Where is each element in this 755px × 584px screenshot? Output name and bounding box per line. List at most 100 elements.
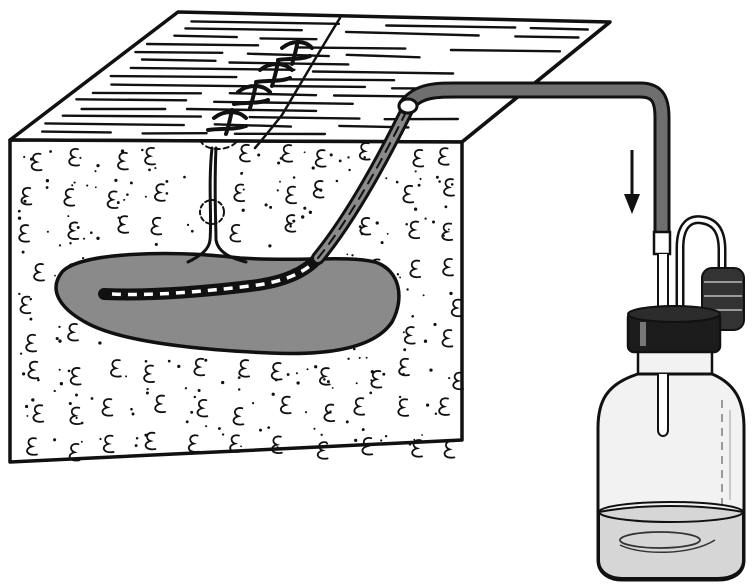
tissue-dot — [269, 206, 272, 209]
tissue-dot — [312, 166, 315, 169]
tissue-dot — [238, 376, 241, 379]
tissue-dot — [363, 156, 366, 159]
skin-hatch-line — [42, 132, 111, 133]
tissue-dot — [82, 257, 84, 259]
tissue-dot — [29, 318, 32, 321]
collection-bottle — [598, 220, 744, 580]
tissue-dot — [47, 231, 49, 233]
tissue-dot — [351, 254, 353, 256]
tissue-dot — [371, 370, 374, 373]
tissue-dot — [30, 157, 33, 160]
tissue-dot — [54, 275, 56, 277]
tissue-dot — [53, 438, 56, 441]
tissue-dot — [91, 397, 94, 400]
tissue-dot — [117, 201, 120, 204]
tissue-dot — [31, 398, 34, 401]
tissue-dot — [67, 215, 69, 217]
exit-site-collar — [399, 99, 417, 113]
tissue-dot — [267, 426, 270, 429]
tissue-dot — [432, 221, 435, 224]
tissue-dot — [313, 428, 315, 430]
tissue-dot — [380, 439, 382, 441]
tissue-dot — [96, 237, 99, 240]
skin-hatch-line — [285, 79, 395, 80]
tissue-dot — [415, 170, 417, 172]
tissue-dot — [54, 390, 56, 392]
tissue-dot — [240, 445, 242, 447]
skin-hatch-line — [135, 52, 222, 53]
tissue-dot — [287, 373, 290, 376]
tissue-dot — [414, 208, 417, 211]
skin-hatch-line — [451, 50, 560, 51]
tissue-dot — [387, 233, 389, 235]
tissue-dot — [268, 244, 271, 247]
tissue-dot — [411, 315, 414, 318]
tissue-dot — [396, 181, 399, 184]
tissue-dot — [241, 172, 243, 174]
tissue-dot — [141, 149, 144, 152]
tissue-dot — [399, 276, 401, 278]
tissue-dot — [71, 184, 73, 186]
tissue-dot — [121, 149, 124, 152]
tissue-dot — [68, 370, 71, 373]
tissue-dot — [194, 396, 196, 398]
tube-connector — [654, 232, 670, 254]
tissue-dot — [406, 288, 408, 290]
tissue-dot — [330, 153, 333, 156]
tissue-dot — [146, 388, 148, 390]
tissue-dot — [277, 161, 280, 164]
tissue-dot — [382, 373, 385, 376]
tissue-dot — [58, 339, 61, 342]
tissue-dot — [277, 189, 279, 191]
tissue-dot — [448, 228, 450, 230]
tissue-dot — [359, 225, 362, 228]
tissue-dot — [436, 176, 439, 179]
tissue-dot — [433, 323, 436, 326]
tissue-dot — [56, 337, 59, 340]
tissue-dot — [222, 433, 224, 435]
tissue-dot — [314, 365, 317, 368]
tissue-dot — [238, 388, 240, 390]
tissue-dot — [136, 437, 139, 440]
tissue-dot — [114, 179, 117, 182]
tissue-dot — [424, 217, 426, 219]
skin-hatch-line — [272, 86, 365, 87]
skin-hatch-line — [261, 38, 317, 39]
tissue-dot — [403, 348, 406, 351]
tissue-dot — [451, 183, 454, 186]
tissue-dot — [443, 235, 445, 237]
tissue-dot — [413, 439, 415, 441]
tissue-dot — [94, 170, 96, 172]
tissue-dot — [76, 417, 78, 419]
skin-hatch-line — [63, 116, 201, 117]
tissue-dot — [242, 209, 245, 212]
skin-hatch-line — [142, 60, 216, 61]
tissue-dot — [448, 377, 450, 379]
skin-hatch-line — [515, 36, 578, 37]
skin-hatch-line — [111, 76, 237, 77]
skin-hatch-line — [174, 36, 236, 37]
tissue-dot — [366, 357, 368, 359]
tissue-dot — [126, 193, 129, 196]
tissue-dot — [423, 294, 425, 296]
tissue-dot — [177, 365, 180, 368]
tissue-dot — [165, 180, 168, 183]
tissue-dot — [319, 189, 322, 192]
tissue-dot — [205, 425, 207, 427]
tissue-dot — [146, 392, 149, 395]
tissue-dot — [376, 221, 379, 224]
skin-hatch-line — [76, 99, 186, 100]
tissue-dot — [280, 157, 283, 160]
tissue-dot — [23, 188, 25, 190]
tissue-dot — [58, 326, 60, 328]
tissue-dot — [26, 415, 28, 417]
tissue-dot — [145, 360, 148, 363]
tissue-dot — [272, 393, 275, 396]
tissue-dot — [356, 382, 358, 384]
tissue-dot — [130, 181, 133, 184]
bottle-cap-top — [628, 306, 720, 322]
tissue-dot — [75, 394, 78, 397]
tissue-dot — [132, 413, 135, 416]
tissue-dot — [361, 232, 364, 235]
tissue-dot — [148, 169, 151, 172]
